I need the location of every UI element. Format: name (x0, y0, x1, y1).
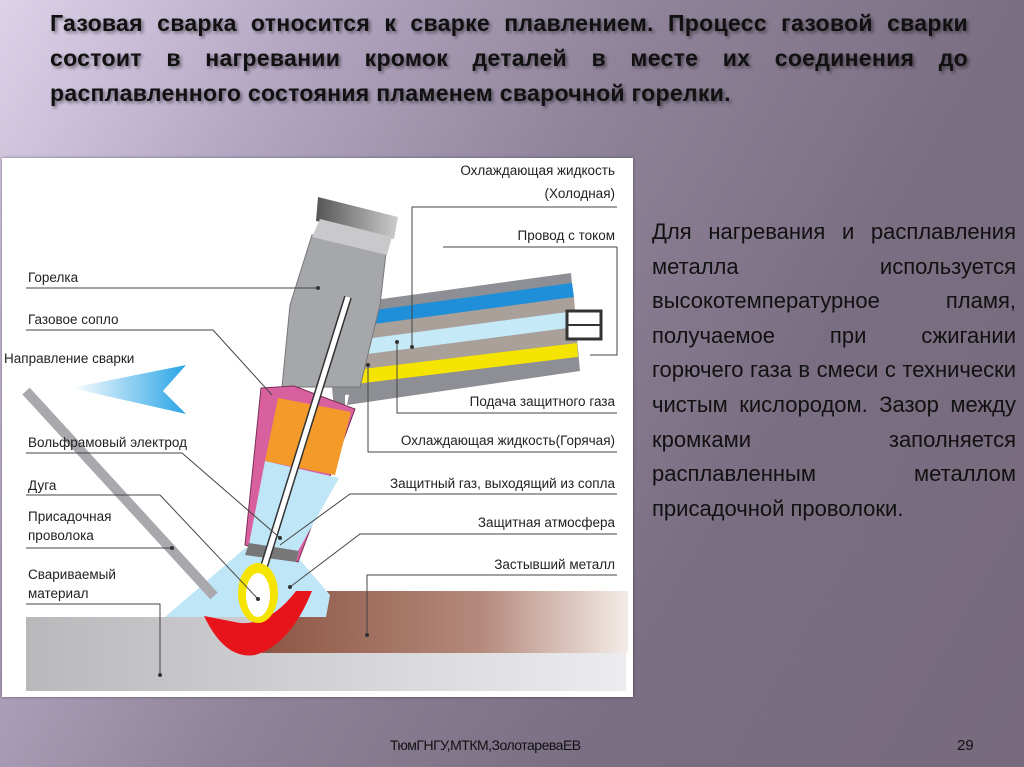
label-gas-out: Защитный газ, выходящий из сопла (390, 476, 616, 491)
slide-footer: ТюмГНГУ,МТКМ,ЗолотареваЕВ (390, 737, 581, 753)
label-gas-nozzle: Газовое сопло (28, 312, 119, 327)
label-atmosphere: Защитная атмосфера (478, 515, 616, 530)
label-base-2: материал (28, 586, 88, 601)
label-base-1: Свариваемый (28, 567, 116, 582)
label-arc: Дуга (28, 478, 57, 493)
weld-pool (204, 591, 312, 656)
label-filler-2: проволока (28, 528, 94, 543)
direction-arrow-icon (71, 365, 186, 414)
label-electrode: Вольфрамовый электрод (28, 435, 187, 450)
tungsten-electrode (259, 296, 351, 574)
label-direction: Направление сварки (4, 351, 134, 366)
torch-cap (316, 197, 398, 239)
label-gas-supply: Подача защитного газа (470, 394, 616, 409)
label-filler-1: Присадочная (28, 509, 111, 524)
label-solid-metal: Застывший металл (494, 557, 615, 572)
filler-wire (22, 387, 218, 600)
welding-torch-diagram: Горелка Газовое сопло Направление сварки… (2, 158, 633, 697)
slide-body-text: Для нагревания и расплавления металла ис… (652, 219, 1016, 521)
label-coolant-cold-1: Охлаждающая жидкость (460, 163, 615, 178)
page-number: 29 (957, 737, 974, 754)
slide-title: Газовая сварка относится к сварке плавле… (50, 10, 968, 106)
gas-channel (345, 311, 576, 357)
solidified-metal (262, 591, 628, 653)
label-torch: Горелка (28, 270, 79, 285)
label-current-wire: Провод с током (518, 228, 615, 243)
label-coolant-hot: Охлаждающая жидкость(Горячая) (401, 433, 615, 448)
coolant-hot-channel (330, 343, 578, 387)
coolant-cold-channel (338, 283, 574, 329)
label-coolant-cold-2: (Холодная) (545, 186, 615, 201)
